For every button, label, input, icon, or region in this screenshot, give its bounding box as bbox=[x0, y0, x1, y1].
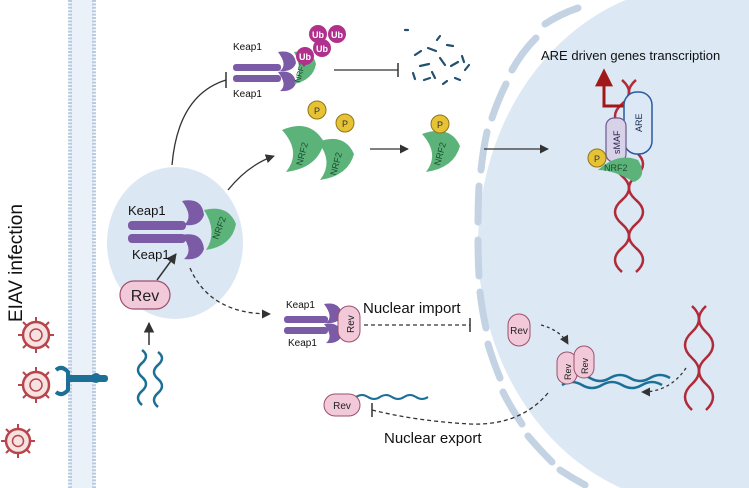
rev-label: Rev bbox=[333, 401, 351, 412]
eiav-virion bbox=[1, 424, 35, 458]
viral-rna bbox=[136, 349, 164, 408]
viral-receptor bbox=[54, 365, 108, 397]
phosphate-label: P bbox=[594, 154, 600, 164]
phosphate-label: P bbox=[314, 106, 320, 116]
ub-label: Ub bbox=[299, 52, 311, 62]
rev-label: Rev bbox=[346, 315, 357, 333]
eiav-virion bbox=[18, 367, 51, 403]
rev-binding-arrow bbox=[189, 267, 271, 319]
keap1-label: Keap1 bbox=[288, 338, 317, 349]
rev-label: Rev bbox=[510, 326, 528, 337]
are-transcription-label: ARE driven genes transcription bbox=[541, 48, 720, 63]
ub-label: Ub bbox=[331, 30, 343, 40]
nuclear-envelope bbox=[474, 4, 589, 488]
plasma-membrane bbox=[68, 0, 96, 488]
keap1-label: Keap1 bbox=[128, 203, 166, 218]
rev-label: Rev bbox=[580, 357, 590, 374]
phospho-nrf2-pair: NRF2 NRF2 P P bbox=[282, 100, 355, 180]
rev-to-keap1-arrow bbox=[156, 253, 177, 281]
rev-protein: Rev bbox=[119, 280, 171, 310]
transcription-arrow bbox=[641, 367, 687, 397]
phosphate-label: P bbox=[342, 119, 348, 129]
bound-phospho-nrf2: NRF2 P bbox=[587, 148, 643, 182]
keap1-label: Keap1 bbox=[132, 247, 170, 262]
exported-rev-rna: Rev bbox=[323, 393, 429, 417]
nuclear-export-label: Nuclear export bbox=[384, 430, 482, 447]
phospho-nrf2: NRF2 P bbox=[422, 114, 460, 172]
smaf-label: sMAF bbox=[612, 130, 622, 154]
nuclear-import-label: Nuclear import bbox=[363, 300, 461, 317]
degradation-branch-arrow bbox=[171, 79, 227, 166]
eiav-virion bbox=[18, 317, 54, 353]
transcription-start-arrow bbox=[595, 68, 628, 108]
keap1-label: Keap1 bbox=[233, 89, 262, 100]
eiav-infection-label: EIAV infection bbox=[6, 204, 27, 322]
degraded-protein-fragments bbox=[403, 28, 471, 86]
are-label: ARE bbox=[634, 113, 644, 132]
ubiquitinated-keap1-nrf2: Keap1 NRF2 Keap1 Ub Ub Ub Ub bbox=[233, 25, 346, 100]
keap1-label: Keap1 bbox=[233, 42, 262, 53]
are-element: ARE bbox=[623, 91, 653, 155]
ub-label: Ub bbox=[312, 30, 324, 40]
release-arrow bbox=[227, 154, 275, 191]
keap1-label: Keap1 bbox=[286, 300, 315, 311]
rev-rna-complex: Rev Rev bbox=[556, 345, 671, 390]
nuclear-rev-protein: Rev bbox=[507, 313, 531, 347]
phosphate-label: P bbox=[437, 120, 443, 130]
nuclear-export-arrow bbox=[371, 392, 549, 425]
keap1-rev-complex: Keap1 Rev Keap1 bbox=[284, 300, 361, 349]
rev-label: Rev bbox=[131, 288, 159, 305]
rev-label: Rev bbox=[563, 363, 573, 380]
nucleus bbox=[474, 0, 749, 488]
keap1-nrf2-complex: NRF2 Keap1 Keap1 bbox=[128, 200, 236, 262]
smaf-protein: sMAF bbox=[605, 117, 627, 163]
nrf2-label: NRF2 bbox=[604, 163, 628, 173]
rev-to-rna-arrow bbox=[540, 324, 569, 345]
proviral-dna-helix bbox=[683, 305, 715, 411]
ubiquitin-chain: Ub Ub Ub Ub bbox=[296, 25, 346, 65]
ub-label: Ub bbox=[316, 44, 328, 54]
